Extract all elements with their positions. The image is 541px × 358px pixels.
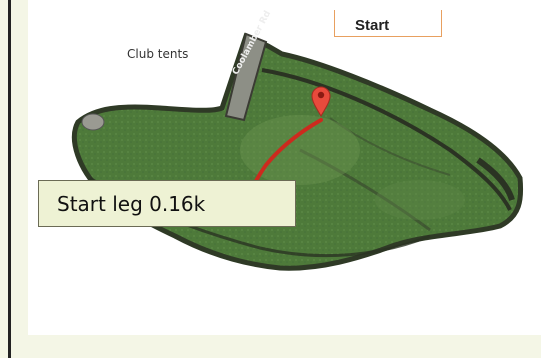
start-leg-text: Start leg 0.16k [57,192,206,216]
location-pin-icon [311,86,331,117]
field-patch [240,115,360,185]
hedge-line [299,148,431,232]
left-border-line [8,0,11,358]
club-tents-label: Club tents [127,47,189,61]
road-strip [224,32,268,122]
field-patch [375,180,465,220]
hedge-line [476,157,515,201]
start-leg-callout: Start leg 0.16k [38,180,296,227]
hedge-line [261,68,512,211]
start-label-box: Start [334,10,442,37]
start-label: Start [355,17,390,34]
hedge-line [329,117,451,176]
building [81,113,105,131]
